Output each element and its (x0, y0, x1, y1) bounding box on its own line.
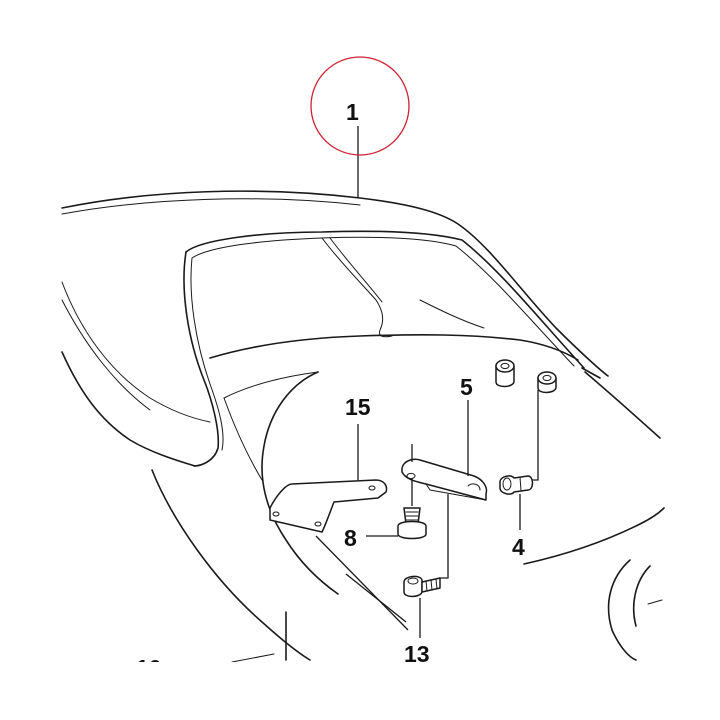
callout-5: 5 (460, 374, 473, 400)
highlight-circle (310, 56, 410, 156)
callout-1: 1 (346, 99, 359, 125)
callout-10-partial: 10 (136, 655, 162, 681)
rubber-grommet-right (537, 371, 557, 394)
screw-part-8 (397, 507, 427, 540)
seat-cowl (61, 190, 665, 663)
callout-4: 4 (512, 534, 525, 560)
assembly-lines (315, 126, 539, 638)
callout-8: 8 (344, 525, 357, 551)
spacer-part-4 (499, 475, 534, 495)
rubber-grommet-left (495, 359, 515, 388)
bracket-part-15 (269, 479, 388, 533)
bracket-part-5 (401, 458, 488, 501)
bottom-crop (0, 662, 720, 720)
screw-part-13 (403, 575, 441, 598)
callout-15: 15 (345, 394, 371, 420)
